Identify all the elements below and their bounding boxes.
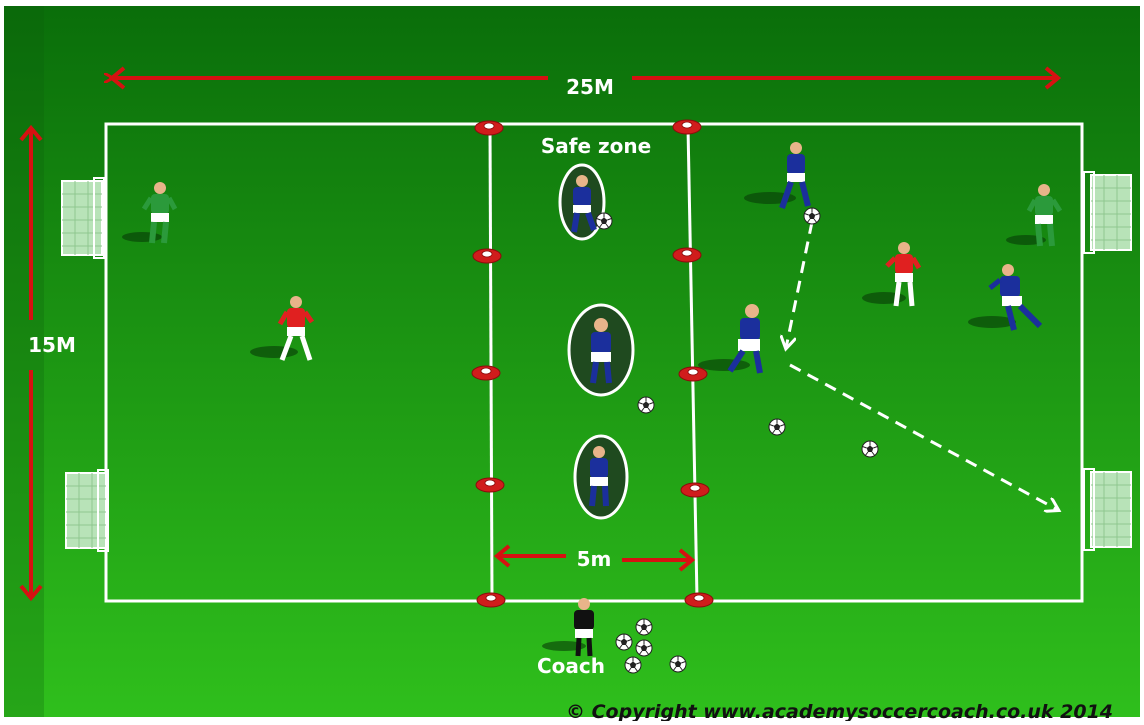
width-dimension-arrow bbox=[112, 66, 1062, 90]
goal-left-bottom bbox=[65, 469, 109, 552]
height-label: 15M bbox=[28, 333, 76, 357]
pass-arrow-long bbox=[789, 363, 1058, 510]
ball bbox=[768, 418, 786, 436]
cone bbox=[474, 120, 504, 136]
width-label: 25M bbox=[566, 75, 614, 99]
ball bbox=[635, 639, 653, 657]
cone bbox=[672, 247, 702, 263]
zone-line-right bbox=[686, 126, 699, 600]
player-blue-safe-top bbox=[571, 175, 597, 233]
player-blue-mid bbox=[698, 304, 763, 374]
zone-width-arrow bbox=[493, 544, 696, 572]
player-red-left bbox=[250, 296, 315, 361]
goal-right-top bbox=[1083, 171, 1132, 254]
ball bbox=[637, 396, 655, 414]
player-green-right bbox=[1006, 184, 1063, 247]
cone bbox=[472, 248, 502, 264]
cone bbox=[680, 482, 710, 498]
pass-arrow-short bbox=[786, 221, 814, 348]
player-blue-top bbox=[744, 142, 811, 209]
coach-figure bbox=[542, 598, 594, 657]
goal-left-top bbox=[61, 177, 105, 259]
goal-right-bottom bbox=[1083, 468, 1132, 551]
height-dimension-arrow bbox=[19, 124, 43, 602]
cone bbox=[476, 592, 506, 608]
cone bbox=[672, 119, 702, 135]
zone-width-label: 5m bbox=[577, 547, 612, 571]
player-blue-safe-middle bbox=[590, 318, 612, 384]
ball bbox=[861, 440, 879, 458]
ball bbox=[669, 655, 687, 673]
safe-zone-label: Safe zone bbox=[541, 134, 651, 158]
zone-line-left bbox=[488, 126, 494, 600]
coach-label: Coach bbox=[537, 654, 605, 678]
ball bbox=[615, 633, 633, 651]
ball bbox=[803, 207, 821, 225]
cone bbox=[678, 366, 708, 382]
cone bbox=[684, 592, 714, 608]
copyright-text: © Copyright www.academysoccercoach.co.uk… bbox=[566, 701, 1113, 721]
player-blue-right bbox=[968, 264, 1043, 331]
player-red-right bbox=[862, 242, 922, 307]
pitch-boundary bbox=[104, 122, 1084, 603]
ball bbox=[635, 618, 653, 636]
ball bbox=[595, 212, 613, 230]
ball bbox=[624, 656, 642, 674]
player-green-left bbox=[122, 182, 178, 244]
player-blue-safe-bottom bbox=[589, 446, 609, 507]
cone bbox=[475, 477, 505, 493]
pitch-vignette-left bbox=[4, 6, 44, 717]
cone bbox=[471, 365, 501, 381]
